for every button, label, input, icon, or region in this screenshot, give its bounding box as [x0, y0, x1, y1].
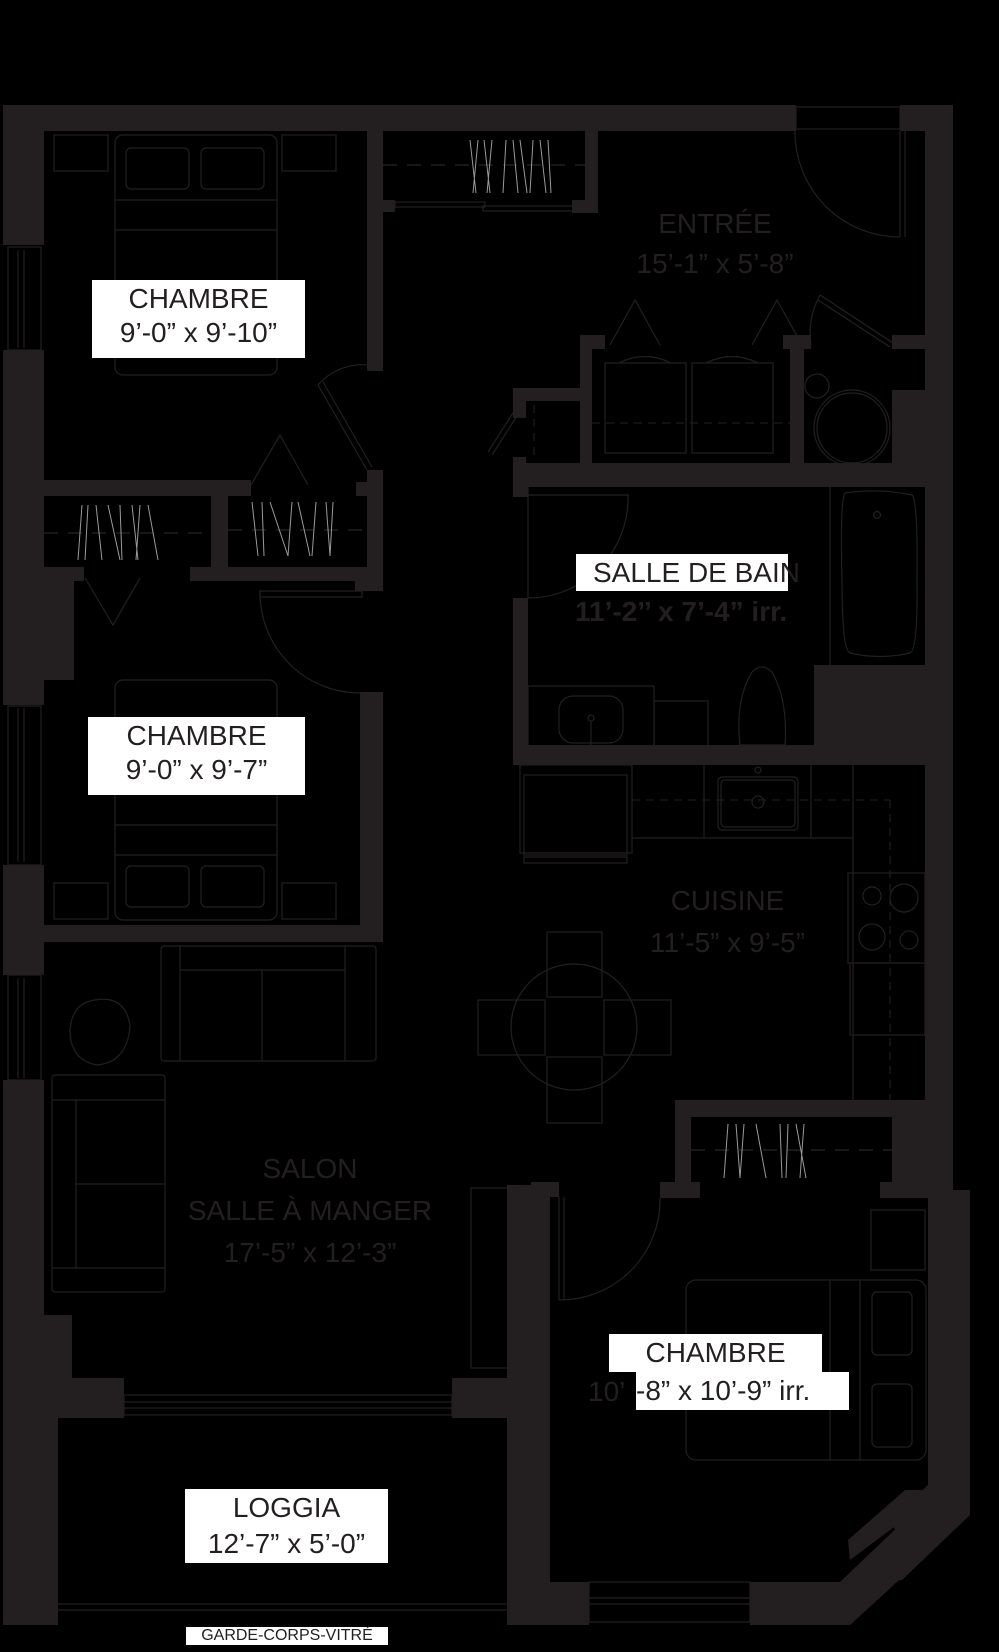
- room-label-chambre-3-dims-prefix: 10’: [588, 1374, 625, 1410]
- room-name-2: SALLE À MANGER: [187, 1195, 433, 1226]
- room-dimensions-prefix: 10’: [588, 1376, 626, 1407]
- room-dimensions: 17’-5” x 12’-3”: [223, 1237, 397, 1268]
- room-label-chambre-3-name: CHAMBRE: [609, 1334, 822, 1372]
- room-dimensions: 15’-1” x 5’-8”: [636, 248, 794, 279]
- closet-rods: [44, 139, 892, 1179]
- room-label-entree: ENTRÉE 15’-1” x 5’-8”: [600, 204, 830, 284]
- room-label-chambre-3-dims: -8” x 10’-9” irr.: [636, 1372, 849, 1410]
- room-dimensions: 11’-5” x 9’-5”: [649, 927, 806, 958]
- room-name: CUISINE: [670, 885, 785, 916]
- room-label-loggia: LOGGIA 12’-7” x 5’-0”: [185, 1489, 388, 1563]
- interior-walls: [44, 131, 930, 1198]
- windows: [7, 246, 751, 1623]
- furniture: [51, 134, 927, 1461]
- doors: [84, 106, 906, 1301]
- room-label-salle-de-bain-dims: 11’-2’’ x 7’-4” irr.: [575, 595, 825, 629]
- annotation-garde-corps-vitre: GARDE-CORPS-VITRÉ: [186, 1627, 388, 1645]
- room-name: SALLE DE BAIN: [593, 557, 800, 588]
- room-label-salle-de-bain-name: SALLE DE BAIN: [576, 554, 800, 591]
- room-dimensions: -8” x 10’-9” irr.: [636, 1375, 811, 1406]
- room-dimensions: 9’-0” x 9’-7”: [125, 753, 268, 785]
- room-label-chambre-1: CHAMBRE 9’-0” x 9’-10”: [92, 280, 305, 358]
- room-label-cuisine: CUISINE 11’-5” x 9’-5”: [620, 880, 835, 964]
- room-name: SALON: [262, 1153, 358, 1184]
- room-name: ENTRÉE: [658, 208, 772, 239]
- room-name: LOGGIA: [232, 1492, 341, 1523]
- room-dimensions: 11’-2’’ x 7’-4” irr.: [575, 596, 788, 627]
- room-name: CHAMBRE: [645, 1337, 786, 1368]
- room-label-chambre-2: CHAMBRE 9’-0” x 9’-7”: [88, 717, 305, 795]
- exterior-walls: [3, 105, 970, 1625]
- room-label-salon: SALON SALLE À MANGER 17’-5” x 12’-3”: [170, 1148, 450, 1274]
- room-name: CHAMBRE: [126, 720, 267, 751]
- room-dimensions: 12’-7” x 5’-0”: [207, 1528, 366, 1559]
- room-dimensions: 9’-0” x 9’-10”: [119, 316, 278, 348]
- room-name: CHAMBRE: [128, 283, 269, 314]
